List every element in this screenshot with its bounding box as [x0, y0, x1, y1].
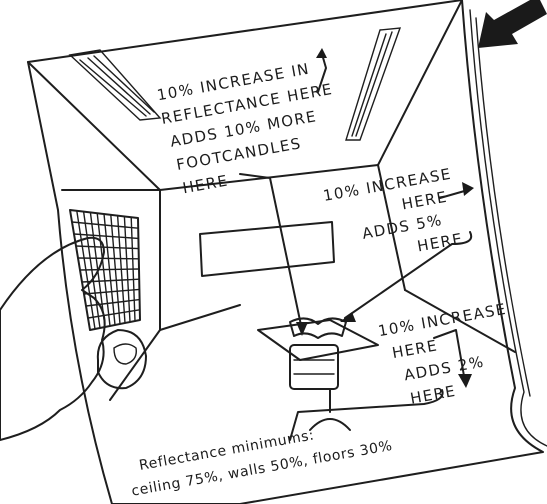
- note-walls-line-4: HERE: [416, 230, 465, 256]
- light-fixture-left-icon: [70, 50, 160, 120]
- note-floor-line-2: HERE: [391, 336, 440, 362]
- grid-window-icon: [70, 210, 140, 330]
- note-walls-line-2: HERE: [400, 188, 449, 214]
- note-floor: 10% INCREASE HERE ADDS 2% HERE: [377, 299, 527, 411]
- grid-line-h: [80, 269, 139, 270]
- chalkboard: [200, 222, 334, 276]
- note-walls: 10% INCREASE HERE ADDS 5% HERE: [322, 164, 471, 270]
- hand-icon: [0, 238, 105, 440]
- light-fixture-right-icon: [346, 28, 400, 140]
- thumbnail-icon: [114, 344, 136, 364]
- desk-icon: [258, 318, 378, 430]
- caption: Reflectance minimums: ceiling 75%, walls…: [126, 414, 394, 499]
- note-floor-line-4: HERE: [409, 382, 458, 408]
- note-ceiling-line-5: HERE: [181, 172, 230, 198]
- pointer-arrow-icon: [478, 0, 547, 48]
